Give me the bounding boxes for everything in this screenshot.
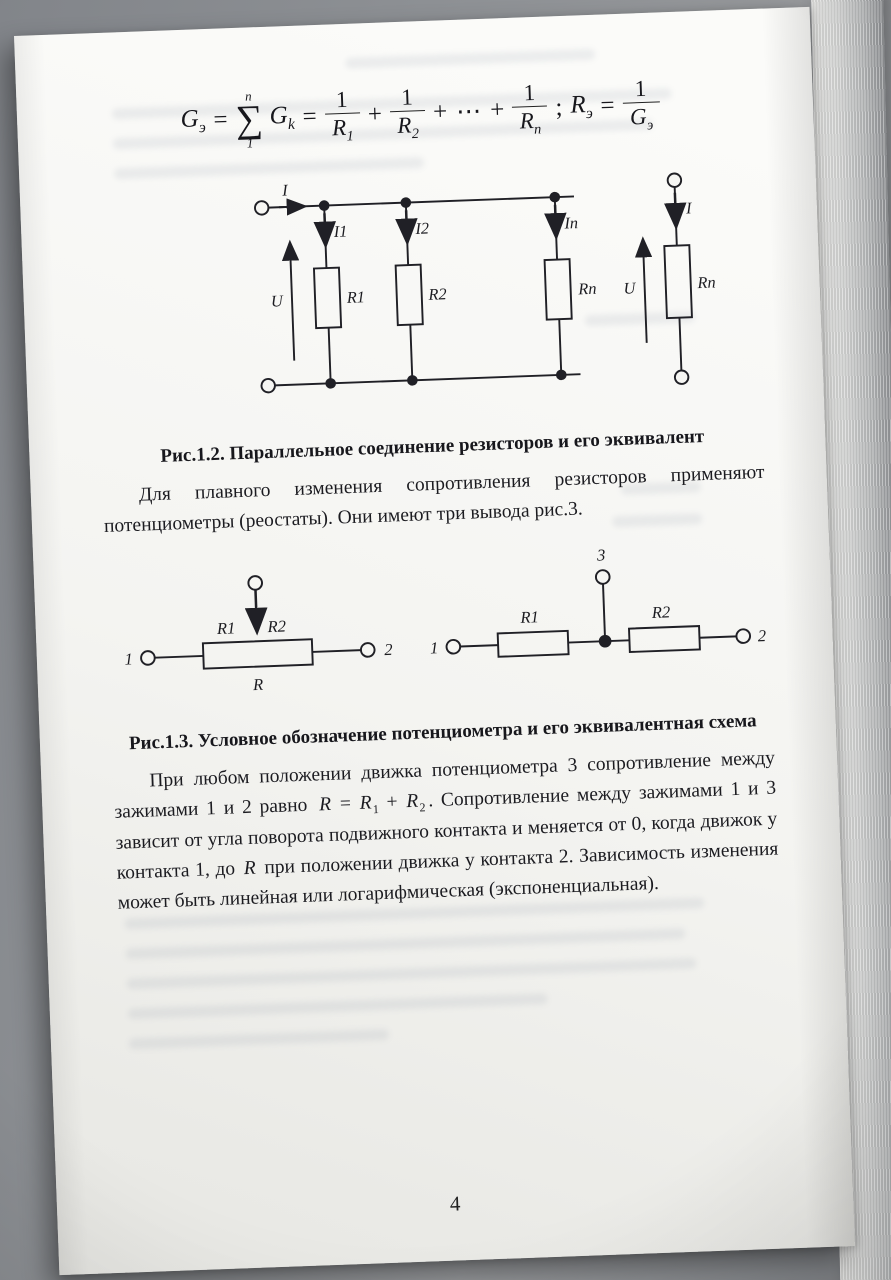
label-r2-right: R2 xyxy=(650,602,670,622)
plus-sign: + xyxy=(489,96,505,124)
label-u-left: U xyxy=(271,291,285,310)
fraction-1-over-r2: 1 R2 xyxy=(389,84,427,144)
terminal-circle xyxy=(445,638,462,655)
bottom-rail xyxy=(274,373,581,387)
page-number: 4 xyxy=(449,1191,461,1216)
current-arrow-in xyxy=(544,204,567,241)
resistor-rn xyxy=(543,258,573,321)
junction-dot xyxy=(400,197,412,209)
terminal-circle xyxy=(666,172,683,189)
junction-dot xyxy=(318,200,330,212)
voltage-arrow-left xyxy=(281,239,300,361)
formula-term: Gk xyxy=(269,102,296,134)
junction-dot xyxy=(407,375,418,386)
equals-sign: = xyxy=(213,106,229,134)
label-r1-left: R1 xyxy=(216,618,236,638)
label-terminal-1: 1 xyxy=(124,649,133,668)
r-symbol: R xyxy=(243,857,257,880)
label-r-equivalent: Rn xyxy=(696,273,716,293)
voltage-arrow-right xyxy=(634,236,653,344)
paragraph-potentiometer-description: При любом положении движка потенциометра… xyxy=(113,744,780,920)
label-u-right: U xyxy=(623,278,637,297)
label-rn: Rn xyxy=(577,279,597,299)
label-r1: R1 xyxy=(345,287,365,307)
wiper-arrow xyxy=(244,589,268,636)
plus-sign: + xyxy=(367,100,383,129)
label-current-main: I xyxy=(281,181,290,200)
inline-formula-r-sum: R = R1 + R2 xyxy=(318,790,426,817)
fraction-1-over-ge: 1 Gэ xyxy=(622,75,661,135)
summation-symbol: n ∑ 1 xyxy=(234,88,264,151)
resistor-equivalent xyxy=(663,244,693,320)
page-content: Gэ = n ∑ 1 Gk = 1 R1 + 1 R2 + xyxy=(14,7,855,1275)
potentiometer-body xyxy=(201,638,314,670)
resistor-r2 xyxy=(394,263,424,327)
equals-sign: = xyxy=(600,92,616,120)
terminal-circle xyxy=(260,378,276,394)
current-arrow-main xyxy=(278,198,308,216)
resistor-r2-equivalent xyxy=(627,625,701,653)
junction-dot xyxy=(549,192,561,203)
formula-rhs: Rэ xyxy=(569,91,594,123)
terminal-circle xyxy=(254,200,270,216)
label-terminal-2-right: 2 xyxy=(758,626,767,645)
equals-sign: = xyxy=(302,103,318,131)
label-current-right: I xyxy=(685,198,694,217)
ellipsis: ⋯ xyxy=(455,98,482,126)
formula-lhs: Gэ xyxy=(180,105,207,137)
book-page: Gэ = n ∑ 1 Gk = 1 R1 + 1 R2 + xyxy=(14,6,855,1276)
label-terminal-1-right: 1 xyxy=(430,638,439,657)
fraction-1-over-rn: 1 Rn xyxy=(511,79,549,140)
terminal-circle xyxy=(140,650,156,666)
junction-dot xyxy=(325,378,336,389)
label-terminal-2: 2 xyxy=(384,640,393,659)
label-terminal-3: 3 xyxy=(596,545,606,564)
terminal-circle xyxy=(673,369,690,386)
current-arrow-i2 xyxy=(395,210,418,247)
label-i1: I1 xyxy=(332,222,347,242)
label-in: In xyxy=(563,213,578,233)
label-r-total: R xyxy=(252,675,264,694)
plus-sign: + xyxy=(432,98,448,126)
terminal-circle xyxy=(359,642,376,658)
terminal-circle xyxy=(594,569,611,585)
terminal-circle xyxy=(735,628,752,644)
semicolon: ; xyxy=(554,94,563,122)
resistor-r1-equivalent xyxy=(496,629,570,658)
label-r1-right: R1 xyxy=(519,607,539,627)
terminal-circle xyxy=(247,575,264,591)
current-arrow-i1 xyxy=(313,213,336,250)
fraction-1-over-r1: 1 R1 xyxy=(324,86,361,146)
label-i2: I2 xyxy=(414,219,429,239)
top-rail xyxy=(268,195,575,209)
label-r2: R2 xyxy=(427,284,447,304)
paragraph-potentiometers-intro: Для плавного изменения сопротивления рез… xyxy=(103,461,765,537)
current-arrow-right xyxy=(664,192,687,231)
figure-potentiometer-symbol: 1 R1 R2 R 2 1 R1 3 R2 2 xyxy=(124,545,767,694)
junction-dot xyxy=(556,369,567,381)
resistor-r1 xyxy=(312,266,343,330)
equation-parallel-conductance: Gэ = n ∑ 1 Gk = 1 R1 + 1 R2 + xyxy=(88,71,752,155)
label-r2-left: R2 xyxy=(266,616,286,636)
figure-parallel-resistors-circuit: I I1 I2 In U R1 R2 Rn I U Rn xyxy=(254,172,716,394)
